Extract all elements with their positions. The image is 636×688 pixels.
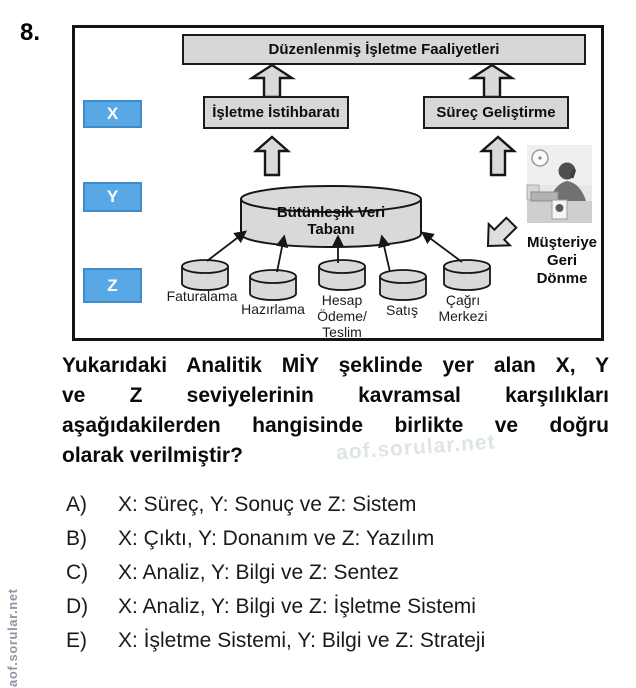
up-arrow-icon (252, 135, 292, 177)
option-d-letter: D) (66, 595, 89, 618)
option-b-letter: B) (66, 527, 87, 550)
option-c-letter: C) (66, 561, 89, 584)
business-intelligence-label: İşletme İstihbaratı (212, 104, 340, 121)
organized-activities-box: Düzenlenmiş İşletme Faaliyetleri (182, 34, 586, 65)
level-y-label: Y (106, 187, 119, 206)
source-cylinder (249, 269, 297, 301)
source-cylinder (379, 269, 427, 301)
option-e-letter: E) (66, 629, 87, 652)
data-flow-arrow (206, 230, 248, 262)
source-cylinder (181, 259, 229, 291)
up-arrow-icon (467, 63, 517, 99)
level-y-box: Y (83, 182, 142, 212)
level-z-box: Z (83, 268, 142, 303)
database-label-line1: Bütünleşik Veri (276, 204, 386, 221)
option-e[interactable]: E) X: İşletme Sistemi, Y: Bilgi ve Z: St… (66, 628, 611, 653)
source-cylinder (443, 259, 491, 291)
level-z-label: Z (107, 275, 118, 295)
database-label: Bütünleşik Veri Tabanı (251, 204, 411, 238)
data-flow-arrow (420, 231, 463, 263)
source-label-cagri-merkezi: Çağrı Merkezi (438, 292, 488, 324)
option-b-text: X: Çıktı, Y: Donanım ve Z: Yazılım (118, 527, 435, 550)
process-development-box: Süreç Geliştirme (423, 96, 569, 129)
data-flow-arrow (378, 234, 391, 273)
source-label-hazirlama: Hazırlama (241, 301, 305, 317)
option-a-letter: A) (66, 493, 87, 516)
business-intelligence-box: İşletme İstihbaratı (203, 96, 349, 129)
option-c[interactable]: C) X: Analiz, Y: Bilgi ve Z: Sentez (66, 560, 611, 585)
organized-activities-label: Düzenlenmiş İşletme Faaliyetleri (268, 41, 500, 58)
answer-options: A) X: Süreç, Y: Sonuç ve Z: Sistem B) X:… (66, 492, 611, 662)
customer-photo (526, 145, 592, 223)
question-line: aşağıdakilerden hangisinde birlikte ve d… (62, 414, 609, 437)
option-b[interactable]: B) X: Çıktı, Y: Donanım ve Z: Yazılım (66, 526, 611, 551)
question-number: 8. (20, 19, 41, 46)
source-label-faturalama: Faturalama (166, 288, 238, 304)
watermark-side: aof.sorular.net (5, 588, 20, 687)
option-d[interactable]: D) X: Analiz, Y: Bilgi ve Z: İşletme Sis… (66, 594, 611, 619)
question-text: Yukarıdaki Analitik MİY şeklinde yer ala… (62, 351, 609, 471)
level-x-label: X (106, 104, 119, 123)
question-line: ve Z seviyelerinin kavramsal karşılıklar… (62, 384, 609, 407)
question-line: Yukarıdaki Analitik MİY şeklinde yer ala… (62, 354, 609, 377)
diagram-graphics (181, 63, 592, 301)
data-flow-arrow (275, 234, 289, 273)
source-cylinder (318, 259, 366, 291)
option-a-text: X: Süreç, Y: Sonuç ve Z: Sistem (118, 493, 417, 516)
option-e-text: X: İşletme Sistemi, Y: Bilgi ve Z: Strat… (118, 629, 486, 652)
question-line: olarak verilmiştir? (62, 444, 243, 467)
return-to-customer-label: Müşteriye Geri Dönme (526, 234, 598, 287)
option-a[interactable]: A) X: Süreç, Y: Sonuç ve Z: Sistem (66, 492, 611, 517)
source-label-hesap-odeme-teslim: Hesap Ödeme/ Teslim (317, 292, 367, 340)
source-label-satis: Satış (386, 302, 418, 318)
analytic-crm-diagram: Düzenlenmiş İşletme Faaliyetleri İşletme… (72, 25, 604, 341)
up-arrow-icon (247, 63, 297, 99)
up-arrow-icon (478, 135, 518, 177)
return-arrow-icon (486, 216, 518, 248)
database-label-line2: Tabanı (307, 221, 355, 238)
level-x-box: X (83, 100, 142, 128)
option-c-text: X: Analiz, Y: Bilgi ve Z: Sentez (118, 561, 399, 584)
option-d-text: X: Analiz, Y: Bilgi ve Z: İşletme Sistem… (118, 595, 476, 618)
process-development-label: Süreç Geliştirme (436, 104, 556, 121)
